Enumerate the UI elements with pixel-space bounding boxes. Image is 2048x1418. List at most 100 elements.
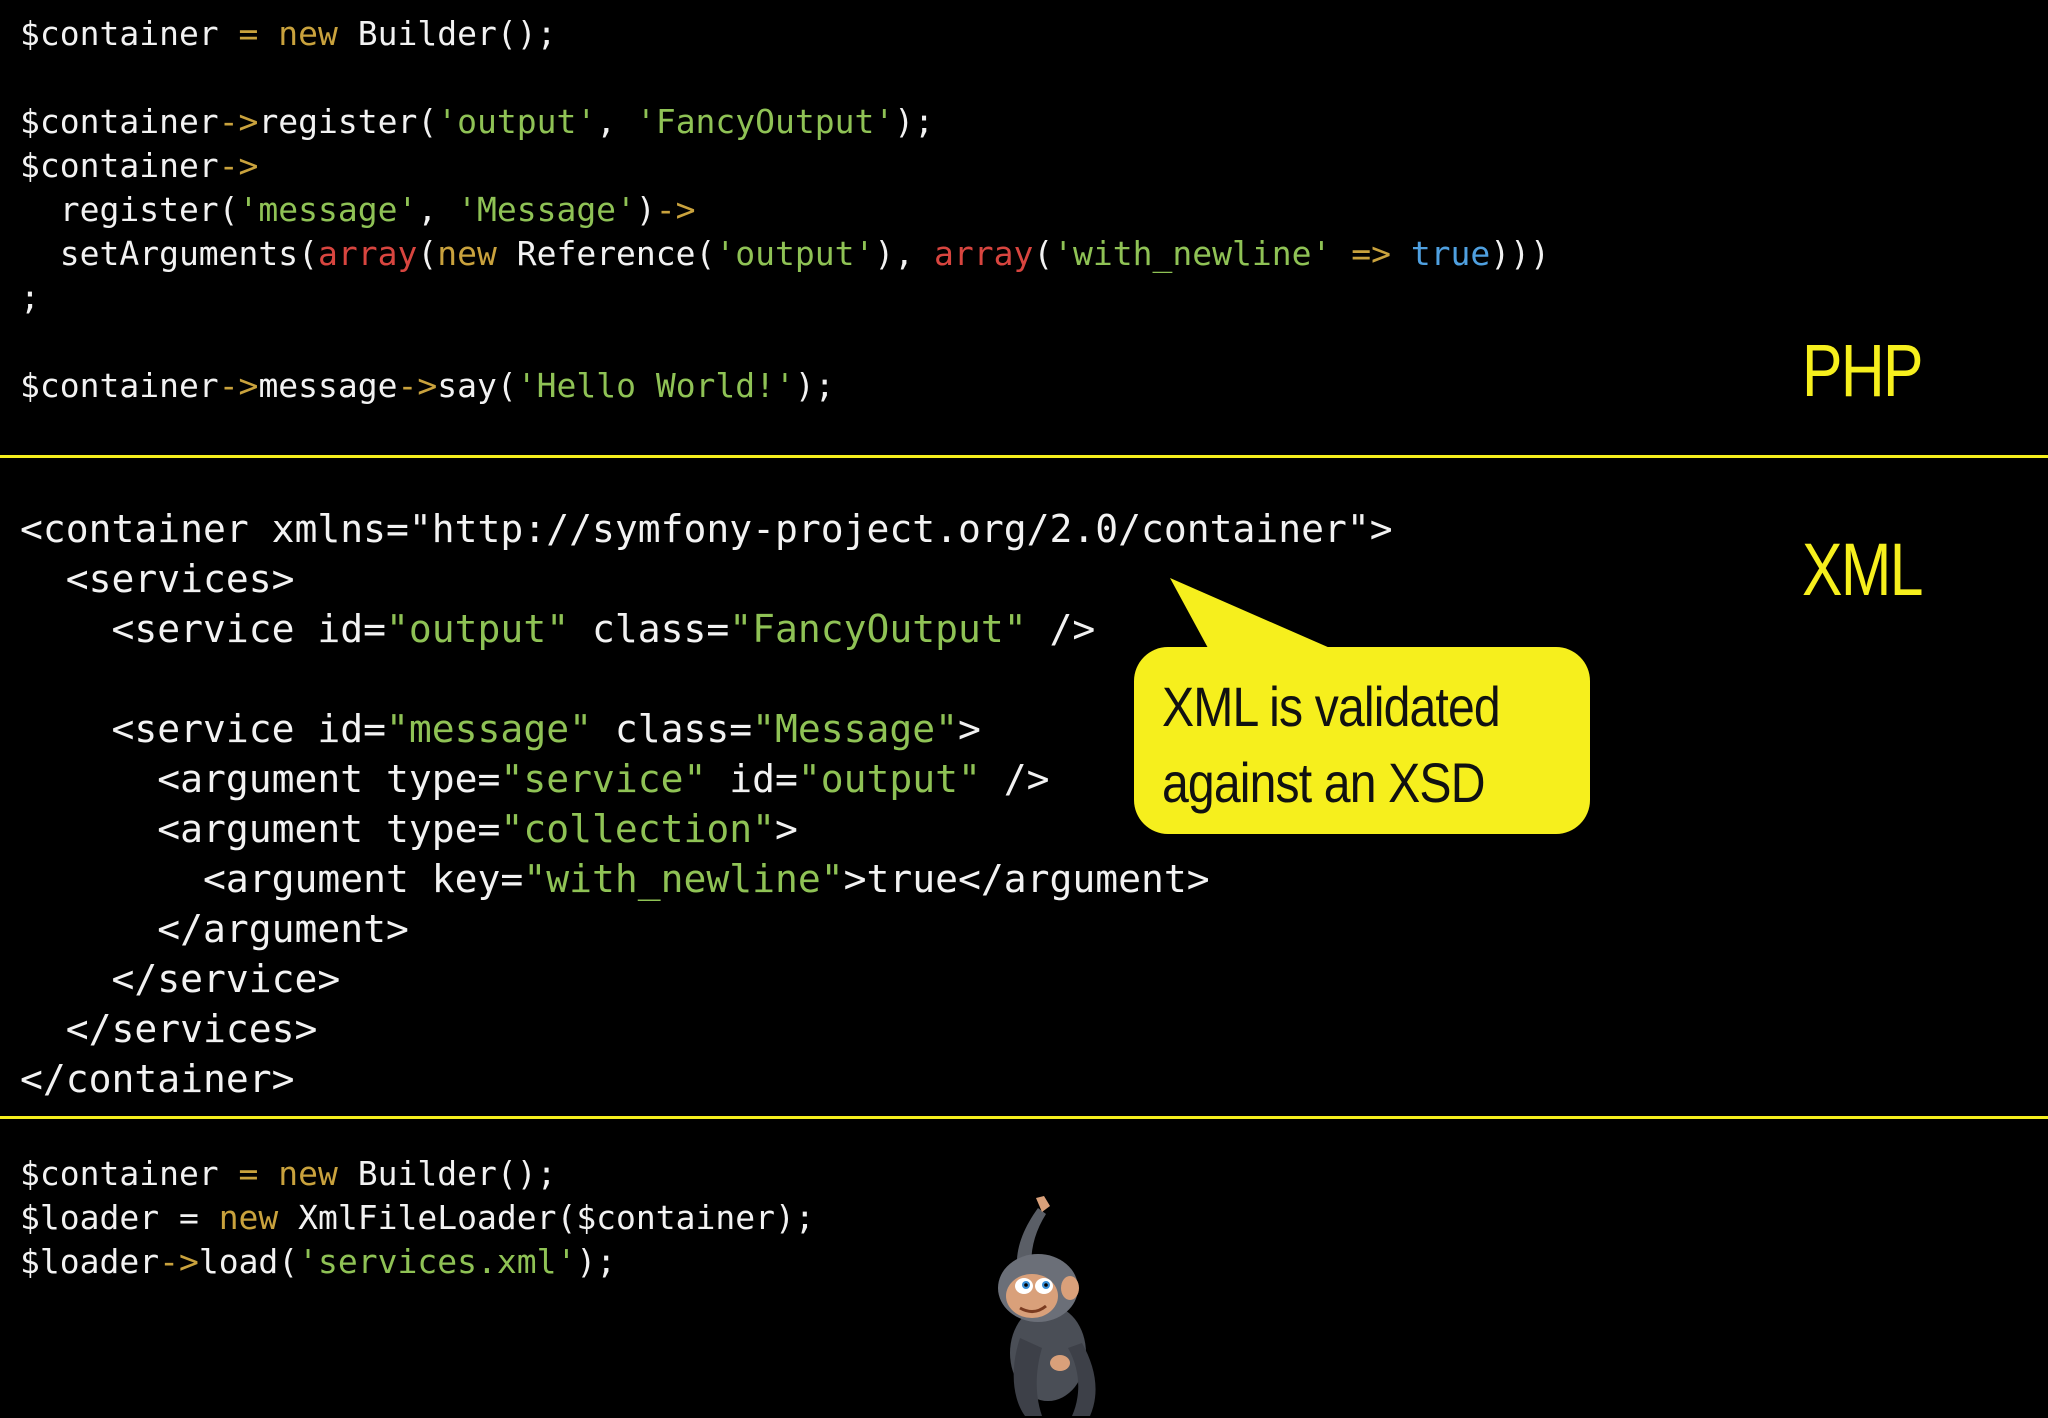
code-token: new [218, 1198, 299, 1237]
code-token: Builder(); [357, 1154, 557, 1193]
code-line [20, 320, 1550, 364]
code-token: array [318, 234, 418, 273]
code-line: <argument key="with_newline">true</argum… [20, 854, 1393, 904]
code-token: </argument> [20, 907, 409, 951]
code-line: $loader = new XmlFileLoader($container); [20, 1196, 815, 1240]
code-token: new [437, 234, 517, 273]
code-line: $container = new Builder(); [20, 1152, 815, 1196]
code-token: say( [437, 366, 517, 405]
code-token: "FancyOutput" [729, 607, 1027, 651]
code-token: 'output' [715, 234, 875, 273]
code-line: <container xmlns="http://symfony-project… [20, 504, 1393, 554]
code-token: register( [20, 190, 239, 229]
code-token: </services> [20, 1007, 318, 1051]
code-token: class= [569, 607, 730, 651]
code-token: ) [635, 190, 656, 229]
code-token: </container> [20, 1057, 295, 1101]
section-divider-top [0, 455, 2048, 458]
code-token: $loader [20, 1242, 160, 1281]
code-token: => [1351, 234, 1411, 273]
code-token: , [417, 190, 458, 229]
code-token: XmlFileLoader($container); [298, 1198, 815, 1237]
code-token: <container xmlns="http://symfony-project… [20, 507, 1393, 551]
code-token: $loader = [20, 1198, 219, 1237]
code-token: $container [20, 14, 239, 53]
php-label: PHP [1802, 329, 1923, 412]
section-divider-bottom [0, 1116, 2048, 1119]
code-token: <service id= [20, 707, 387, 751]
code-token: 'with_newline' [1053, 234, 1352, 273]
code-token: >true</argument> [843, 857, 1210, 901]
code-token: -> [218, 366, 259, 405]
code-token: true [1410, 234, 1491, 273]
code-token: $container [20, 1154, 239, 1193]
code-token: 'output' [437, 102, 597, 141]
code-token: /> [1026, 607, 1096, 651]
code-token: 'FancyOutput' [635, 102, 895, 141]
code-token: "Message" [752, 707, 959, 751]
code-token: <services> [20, 557, 295, 601]
code-line: </argument> [20, 904, 1393, 954]
code-token: $container [20, 366, 219, 405]
code-line: </service> [20, 954, 1393, 1004]
code-line: ; [20, 276, 1550, 320]
code-line: $container-> [20, 144, 1550, 188]
code-token: "collection" [500, 807, 775, 851]
code-line [20, 56, 1550, 100]
code-token: 'Hello World!' [516, 366, 795, 405]
code-line: $container->register('output', 'FancyOut… [20, 100, 1550, 144]
callout-bubble: XML is validated against an XSD [1134, 647, 1590, 834]
code-line: setArguments(array(new Reference('output… [20, 232, 1550, 276]
code-token: "with_newline" [523, 857, 844, 901]
code-token: -> [655, 190, 696, 229]
code-token: = [238, 14, 279, 53]
code-token: ); [576, 1242, 617, 1281]
code-token: setArguments( [20, 234, 319, 273]
code-token: -> [397, 366, 438, 405]
code-token: array [933, 234, 1034, 273]
code-token: -> [218, 146, 259, 185]
code-token: ; [20, 278, 40, 317]
loader-code-block: $container = new Builder();$loader = new… [20, 1152, 815, 1284]
code-line: $loader->load('services.xml'); [20, 1240, 815, 1284]
code-token: <service id= [20, 607, 387, 651]
code-token: "message" [386, 707, 592, 751]
code-token: <argument key= [20, 857, 524, 901]
code-line: <service id="output" class="FancyOutput"… [20, 604, 1393, 654]
code-token: class= [591, 707, 753, 751]
code-line: </services> [20, 1004, 1393, 1054]
code-token: "service" [500, 757, 707, 801]
code-token: <argument type= [20, 757, 501, 801]
code-line: <service id="message" class="Message"> [20, 704, 1393, 754]
code-token: Reference( [516, 234, 716, 273]
code-token: <argument type= [20, 807, 501, 851]
code-token: id= [706, 757, 798, 801]
code-token: -> [218, 102, 259, 141]
code-token: 'message' [238, 190, 418, 229]
code-token: -> [159, 1242, 199, 1281]
code-line: <argument type="service" id="output" /> [20, 754, 1393, 804]
code-token: ); [894, 102, 934, 141]
code-token: ))) [1490, 234, 1550, 273]
callout-text: XML is validated against an XSD [1162, 675, 1501, 814]
code-token: , [596, 102, 636, 141]
code-token: 'services.xml' [298, 1242, 577, 1281]
code-line: <argument type="collection"> [20, 804, 1393, 854]
code-token: > [774, 807, 798, 851]
code-token: message [258, 366, 398, 405]
code-line: </container> [20, 1054, 1393, 1104]
code-token: /> [980, 757, 1050, 801]
code-token: = [238, 1154, 279, 1193]
code-token: ( [1033, 234, 1054, 273]
monkey-mascot-icon [998, 1196, 1096, 1416]
php-code-block: $container = new Builder(); $container->… [20, 12, 1550, 408]
code-line: $container->message->say('Hello World!')… [20, 364, 1550, 408]
code-token: $container [20, 146, 219, 185]
code-token: load( [198, 1242, 299, 1281]
xml-label: XML [1802, 528, 1923, 611]
code-token: ( [417, 234, 438, 273]
code-line: <services> [20, 554, 1393, 604]
code-token: 'Message' [457, 190, 636, 229]
code-line: register('message', 'Message')-> [20, 188, 1550, 232]
code-token: Builder(); [357, 14, 557, 53]
